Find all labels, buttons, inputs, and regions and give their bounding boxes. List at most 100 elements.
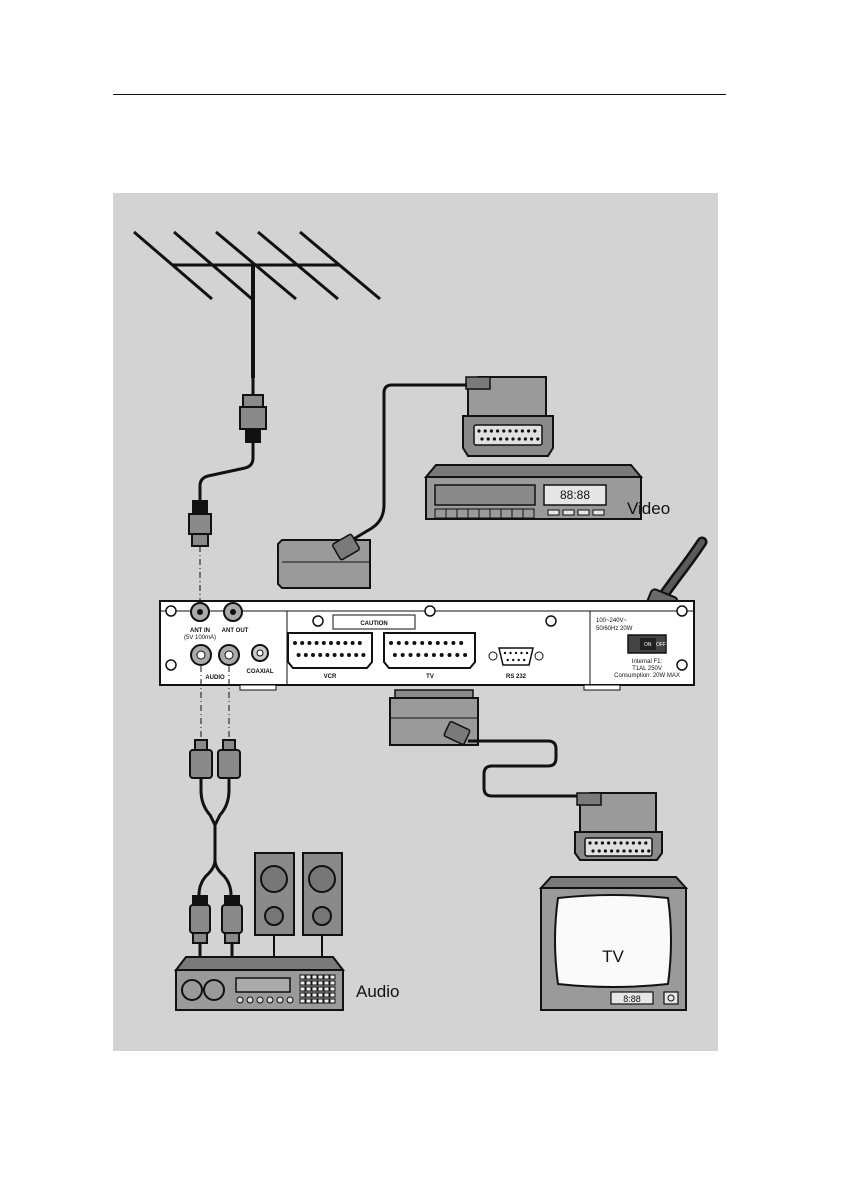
button [330, 993, 335, 997]
vcr-scart-socket [288, 633, 372, 668]
button [330, 987, 335, 991]
vcr-device: 88:88 [426, 465, 641, 519]
pin [595, 841, 598, 844]
button [312, 993, 317, 997]
pin [436, 641, 440, 645]
pin [515, 429, 518, 432]
pin [293, 641, 297, 645]
tv-port-label: TV [426, 674, 434, 680]
pin [626, 841, 629, 844]
button [306, 981, 311, 985]
pin [300, 641, 304, 645]
fuse-label-line2: T1AL 250V [632, 666, 662, 672]
pin [405, 641, 409, 645]
pin [336, 641, 340, 645]
pin [629, 849, 632, 852]
ant-in-sublabel: (5V 100mA) [184, 635, 216, 641]
consumption-label: Consumption: 20W MAX [614, 673, 680, 679]
scart-plug-tv-bottom [575, 793, 662, 860]
button [300, 987, 305, 991]
pin [518, 437, 521, 440]
pin [428, 641, 432, 645]
button [324, 975, 329, 979]
speaker-right-icon [303, 853, 342, 958]
pin [641, 849, 644, 852]
button [457, 509, 468, 518]
pin [325, 653, 329, 657]
pin [613, 841, 616, 844]
button [312, 987, 317, 991]
pin [484, 429, 487, 432]
tv-scart-socket [384, 633, 475, 668]
switch-on-label: ON [644, 642, 652, 648]
pin [361, 653, 365, 657]
audio-label: Audio [356, 982, 399, 1001]
pin [527, 429, 530, 432]
button [324, 993, 329, 997]
pin [619, 841, 622, 844]
button [300, 993, 305, 997]
pin [424, 653, 428, 657]
scart-plug-receiver-vcr [278, 534, 370, 588]
pin [448, 653, 452, 657]
audio-rca-cable [190, 666, 242, 958]
pin [536, 437, 539, 440]
button [512, 509, 523, 518]
pin [632, 841, 635, 844]
pin [354, 653, 358, 657]
ant-in-connector [191, 603, 209, 621]
pin [463, 653, 467, 657]
button [306, 987, 311, 991]
button [563, 510, 574, 515]
button [593, 510, 604, 515]
button [318, 987, 323, 991]
button [578, 510, 589, 515]
antenna-cable [189, 378, 266, 612]
button [312, 981, 317, 985]
ant-out-label: ANT OUT [222, 628, 249, 634]
rs232-label: RS 232 [506, 674, 527, 680]
tv-clock-display: 8:88 [623, 994, 641, 1004]
pin [638, 841, 641, 844]
button [446, 509, 457, 518]
button [479, 509, 490, 518]
button [300, 981, 305, 985]
switch-off-label: OFF [656, 642, 666, 648]
pin [432, 653, 436, 657]
pin [420, 641, 424, 645]
tv-device: 8:88 [541, 877, 686, 1010]
pin [393, 653, 397, 657]
pin [533, 429, 536, 432]
button [324, 981, 329, 985]
pin [504, 652, 506, 654]
pin [518, 659, 520, 661]
pin [644, 841, 647, 844]
pin [322, 641, 326, 645]
pin [530, 437, 533, 440]
button [324, 987, 329, 991]
receiver-back-panel: ANT IN (5V 100mA) ANT OUT AUDIO COAXIAL … [160, 601, 694, 690]
pin [622, 849, 625, 852]
pin [440, 653, 444, 657]
pin [459, 641, 463, 645]
speaker-left-icon [255, 853, 294, 958]
button [300, 975, 305, 979]
pin [347, 653, 351, 657]
pin [496, 429, 499, 432]
knob [287, 997, 293, 1003]
button [312, 975, 317, 979]
coaxial-port-label: COAXIAL [247, 669, 274, 675]
vcr-clock-display: 88:88 [560, 488, 590, 502]
button [318, 999, 323, 1003]
button [324, 999, 329, 1003]
pin [512, 659, 514, 661]
power-rating-line1: 100~240V~ [596, 618, 628, 624]
pin [505, 437, 508, 440]
scart-plug-vcr-top [463, 377, 553, 456]
pin [604, 849, 607, 852]
pin [502, 429, 505, 432]
pin [397, 641, 401, 645]
power-switch: ON OFF [628, 635, 666, 653]
power-rating-line2: 50/60Hz 20W [596, 626, 633, 632]
